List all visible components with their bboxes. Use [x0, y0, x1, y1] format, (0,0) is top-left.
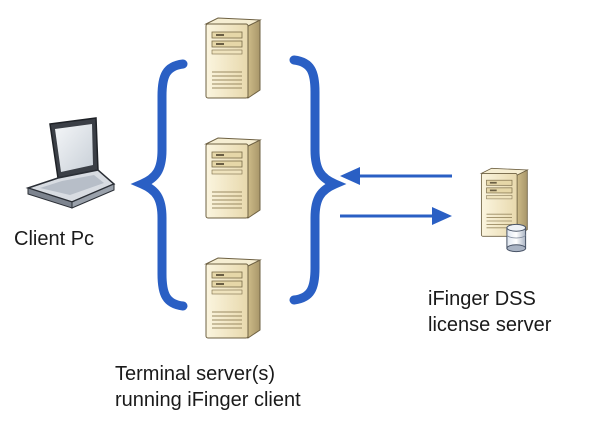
laptop-icon — [25, 117, 116, 209]
client-label: Client Pc — [14, 228, 95, 250]
license-server-label: iFinger DSS license server — [428, 286, 551, 338]
license-server-label-line1: iFinger DSS — [428, 288, 536, 310]
tower-server-icon — [205, 257, 261, 339]
terminal-servers-label-line1: Terminal server(s) — [115, 363, 276, 385]
terminal-servers-label-line2: running iFinger client — [115, 389, 301, 411]
right-brace — [289, 55, 347, 305]
database-server-icon — [480, 167, 528, 253]
license-server-label-line2: license server — [428, 314, 552, 336]
arrow-left-icon — [340, 167, 452, 185]
tower-server-icon — [205, 17, 261, 99]
terminal-servers-label: Terminal server(s) running iFinger clien… — [115, 361, 301, 413]
arrow-right-icon — [340, 207, 452, 225]
left-brace — [130, 59, 188, 311]
tower-server-icon — [205, 137, 261, 219]
